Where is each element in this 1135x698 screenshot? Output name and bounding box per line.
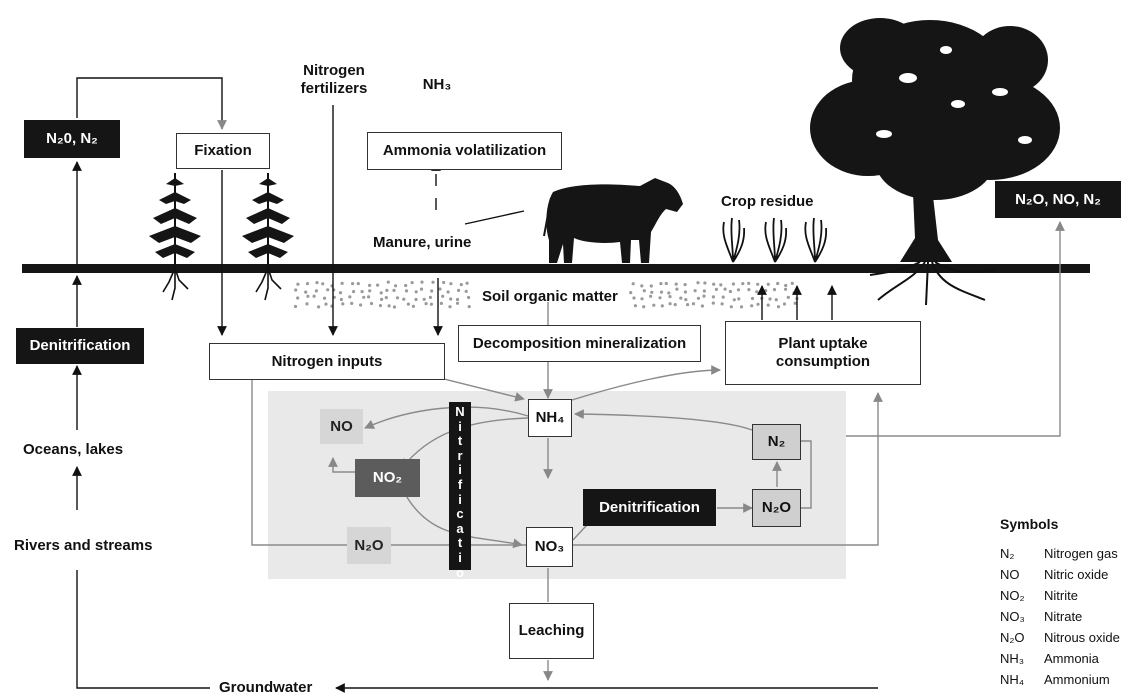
- crop-residue-icon: [764, 217, 788, 263]
- nh4-box: NH₄: [528, 399, 572, 437]
- symbol-name: Ammonia: [1044, 651, 1099, 666]
- decomposition-mineralization-box: Decomposition mineralization: [458, 325, 701, 362]
- n2o-n2-emission-label: N₂0, N₂: [46, 130, 98, 147]
- n2o-cycle-right-label: N₂O: [761, 499, 792, 516]
- symbol-name: Nitric oxide: [1044, 567, 1109, 582]
- nh3-label: NH₃: [422, 76, 452, 93]
- rivers-streams-label: Rivers and streams: [14, 537, 153, 554]
- nh4-label: NH₄: [535, 409, 565, 426]
- nitrogen-inputs-box: Nitrogen inputs: [209, 343, 445, 380]
- tree-icon: [810, 18, 1060, 306]
- ammonia-volatilization-label: Ammonia volatilization: [382, 142, 547, 159]
- no3-box: NO₃: [526, 527, 573, 567]
- oceans-lakes-label: Oceans, lakes: [23, 441, 124, 458]
- symbol-row: NO₂ Nitrite: [1000, 588, 1078, 603]
- n2-cycle-box: N₂: [752, 424, 801, 460]
- n2o-cycle-label: N₂O: [354, 536, 384, 554]
- plant-uptake-box: Plant uptake consumption: [725, 321, 921, 385]
- crop-plant-icon: [241, 172, 295, 301]
- symbol-name: Nitrous oxide: [1044, 630, 1120, 645]
- no-box: NO: [320, 409, 363, 444]
- symbol-formula: NO: [1000, 567, 1020, 582]
- symbol-formula: NO₃: [1000, 609, 1025, 624]
- cow-icon: [543, 178, 683, 263]
- no-label: NO: [330, 417, 353, 435]
- n2o-no-n2-emission-label: N₂O, NO, N₂: [1015, 190, 1101, 208]
- symbol-formula: NH₃: [1000, 651, 1025, 666]
- ammonia-volatilization-box: Ammonia volatilization: [367, 132, 562, 170]
- denitrification-center-box: Denitrification: [583, 489, 716, 526]
- no2-box: NO₂: [355, 459, 420, 497]
- symbols-title: Symbols: [1000, 516, 1059, 532]
- fixation-label: Fixation: [194, 142, 252, 159]
- flow-arrows-black: [72, 77, 878, 693]
- nitrogen-fertilizers-label: Nitrogen fertilizers: [300, 62, 368, 97]
- symbol-formula: NO₂: [1000, 588, 1025, 603]
- symbol-row: N₂O Nitrous oxide: [1000, 630, 1120, 645]
- crop-residue-label: Crop residue: [721, 193, 814, 210]
- symbol-row: NO Nitric oxide: [1000, 567, 1108, 582]
- no3-label: NO₃: [534, 538, 565, 555]
- decomposition-mineralization-label: Decomposition mineralization: [472, 334, 687, 352]
- n2o-n2-emission-box: N₂0, N₂: [24, 120, 120, 158]
- soil-organic-matter-label: Soil organic matter: [482, 288, 618, 305]
- symbol-row: NH₄ Ammonium: [1000, 672, 1110, 687]
- crop-residue-icon: [722, 217, 746, 263]
- n2o-no-n2-emission-box: N₂O, NO, N₂: [995, 181, 1121, 218]
- fixation-box: Fixation: [176, 133, 270, 169]
- no2-label: NO₂: [372, 469, 403, 486]
- symbol-name: Nitrite: [1044, 588, 1078, 603]
- ground-surface: [22, 264, 1090, 273]
- soil-particles: [293, 280, 799, 309]
- leaching-box: Leaching: [509, 603, 594, 659]
- crop-residue-icon: [804, 217, 828, 263]
- denitrification-left-box: Denitrification: [16, 328, 144, 364]
- symbol-name: Nitrogen gas: [1044, 546, 1118, 561]
- plant-uptake-label: Plant uptake consumption: [775, 335, 871, 370]
- symbol-row: N₂ Nitrogen gas: [1000, 546, 1118, 561]
- denitrification-left-label: Denitrification: [29, 337, 131, 354]
- crop-plant-icon: [148, 172, 202, 301]
- symbol-name: Ammonium: [1044, 672, 1110, 687]
- groundwater-label: Groundwater: [219, 679, 313, 696]
- symbol-row: NH₃ Ammonia: [1000, 651, 1099, 666]
- leaching-label: Leaching: [518, 622, 585, 639]
- n2o-cycle-right-box: N₂O: [752, 489, 801, 527]
- symbol-formula: NH₄: [1000, 672, 1025, 687]
- symbol-name: Nitrate: [1044, 609, 1083, 624]
- symbol-row: NO₃ Nitrate: [1000, 609, 1082, 624]
- manure-urine-label: Manure, urine: [373, 234, 472, 251]
- n2o-cycle-box: N₂O: [347, 527, 391, 564]
- n2-cycle-label: N₂: [767, 433, 786, 450]
- symbol-formula: N₂: [1000, 546, 1015, 561]
- symbol-formula: N₂O: [1000, 630, 1025, 645]
- nitrogen-inputs-label: Nitrogen inputs: [271, 352, 383, 370]
- denitrification-center-label: Denitrification: [599, 498, 700, 516]
